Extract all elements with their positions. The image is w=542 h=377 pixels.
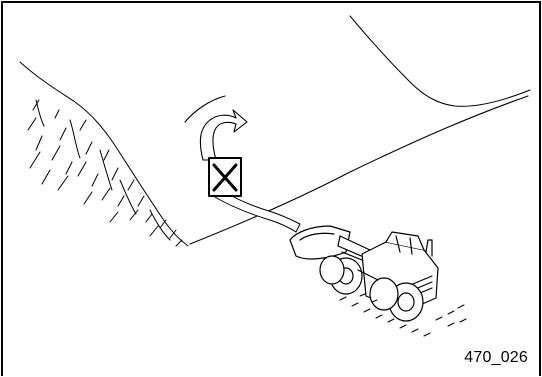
upper-ridge: [350, 16, 530, 106]
curved-arrow-icon: [200, 110, 247, 160]
left-embankment: [20, 62, 188, 246]
figure-number: 470_026: [464, 349, 528, 367]
wheel-loader: [290, 226, 438, 321]
cross-box-icon: [209, 158, 241, 196]
